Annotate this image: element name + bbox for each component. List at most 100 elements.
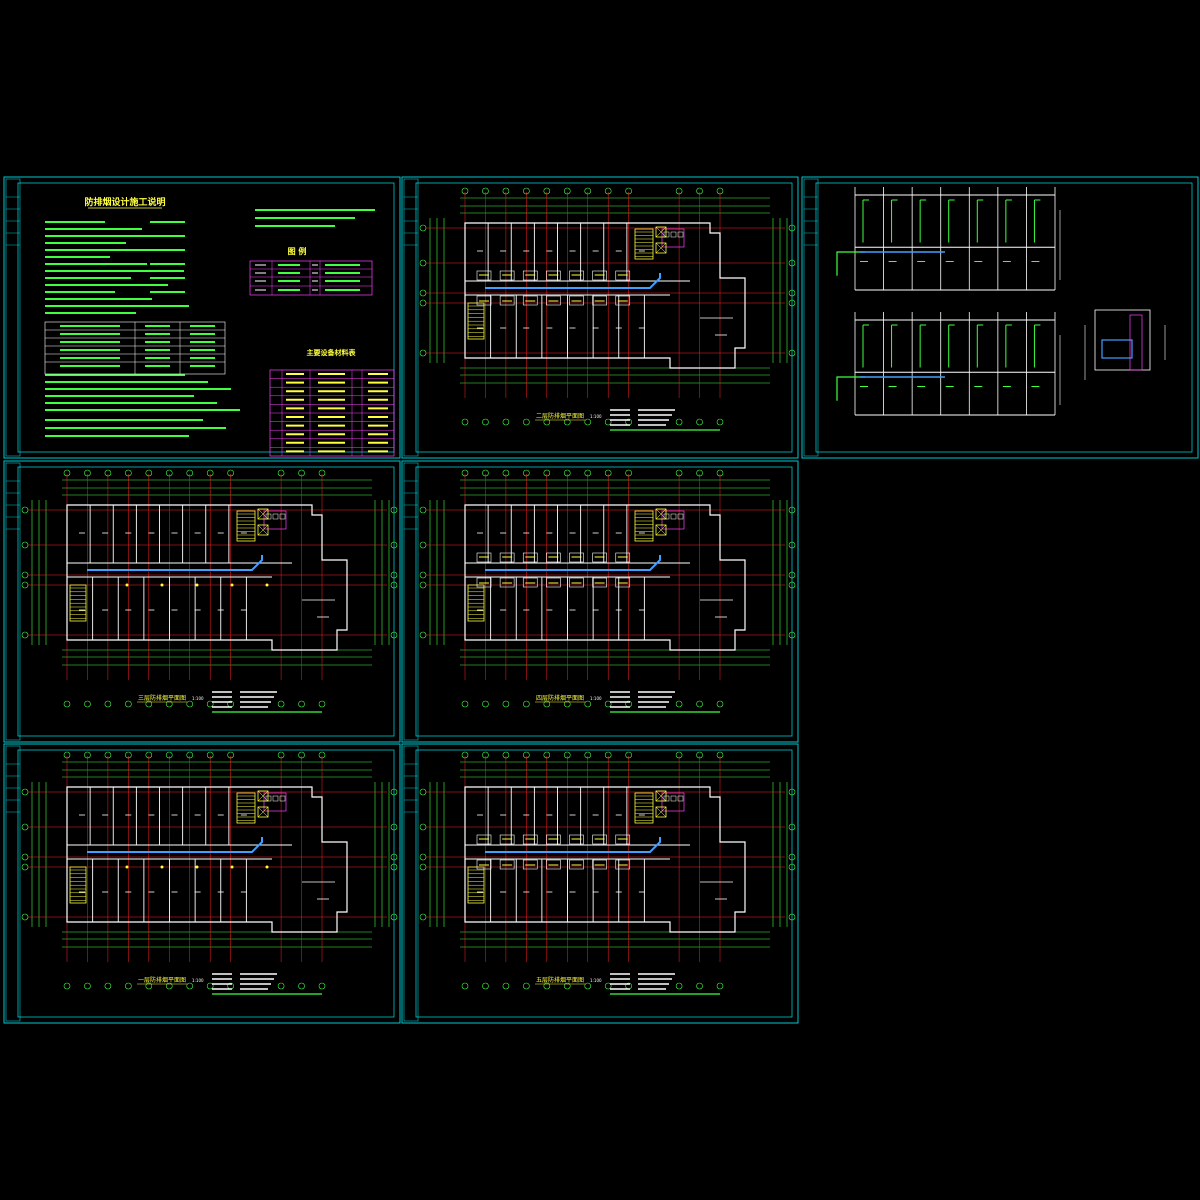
axis-bubble xyxy=(419,571,427,579)
vertical-duct xyxy=(836,251,865,276)
axis-bubble xyxy=(206,751,214,759)
axis-bubble xyxy=(523,751,530,759)
axis-bubble xyxy=(716,751,724,759)
axis-bubble xyxy=(186,982,194,990)
axis-bubble xyxy=(21,913,29,921)
bathroom-unit xyxy=(569,577,584,588)
sheet-outer-frame xyxy=(401,743,799,1024)
axis-bubble xyxy=(419,541,427,549)
axis-bubble xyxy=(788,823,796,831)
bathroom-unit xyxy=(615,295,631,306)
axis-bubble xyxy=(461,700,469,708)
bathroom-unit xyxy=(499,834,515,845)
exterior-wall xyxy=(464,786,746,933)
bathroom-unit xyxy=(522,834,538,845)
toilet-block xyxy=(661,228,685,248)
sheet-left-strip xyxy=(403,462,419,741)
sections-content xyxy=(836,187,1166,416)
bathroom-unit xyxy=(522,270,538,281)
axis-bubble xyxy=(186,700,194,708)
shaft-x xyxy=(257,806,269,818)
axis-bubble xyxy=(675,700,683,708)
axis-bubble xyxy=(788,631,796,639)
axis-bubble xyxy=(625,187,632,195)
axis-bubble xyxy=(482,700,489,708)
axis-bubble xyxy=(419,913,427,921)
smoke-duct xyxy=(87,555,263,571)
axis-bubble xyxy=(390,541,398,549)
plan-scale: 1:100 xyxy=(192,696,204,701)
plan-scale: 1:100 xyxy=(590,414,602,419)
bathroom-unit xyxy=(522,859,538,870)
axis-bubble xyxy=(419,349,427,357)
bathroom-unit xyxy=(499,859,515,870)
bathroom-unit xyxy=(522,577,538,588)
axis-bubble xyxy=(788,299,796,307)
bathroom-unit xyxy=(476,552,492,563)
axis-bubble xyxy=(502,469,510,477)
section-b xyxy=(836,312,1061,416)
axis-bubble xyxy=(696,982,703,990)
axis-bubble xyxy=(63,751,71,759)
axis-bubble xyxy=(206,469,214,477)
axis-bubble xyxy=(788,506,796,514)
axis-bubble xyxy=(84,469,91,477)
sheet-outer-frame xyxy=(401,176,799,459)
plan-title: 二层防排烟平面图 xyxy=(536,412,584,420)
vertical-duct xyxy=(836,376,865,401)
plan-title: 四层防排烟平面图 xyxy=(536,694,584,702)
shaft-x xyxy=(655,806,667,818)
toilet-fixture xyxy=(272,513,279,520)
bathroom-unit xyxy=(592,295,607,306)
axis-bubble xyxy=(318,751,326,759)
axis-bubble xyxy=(604,418,612,426)
axis-bubble xyxy=(390,788,398,796)
axis-bubble xyxy=(125,700,132,708)
shaft xyxy=(257,806,269,818)
sheet-notes xyxy=(3,176,401,459)
toilet-fixture xyxy=(279,795,286,802)
sheet-outer-frame xyxy=(801,176,1199,459)
toilet-fixture xyxy=(663,231,670,238)
axis-bubble xyxy=(21,571,29,579)
axis-bubble xyxy=(419,823,427,831)
axis-bubble xyxy=(145,700,153,708)
axis-bubble xyxy=(716,700,724,708)
sheet-sections xyxy=(801,176,1199,459)
toilet-fixture xyxy=(677,513,684,520)
axis-bubble xyxy=(675,469,683,477)
axis-bubble xyxy=(390,506,398,514)
sheet-outer-frame xyxy=(3,743,401,1024)
axis-bubble xyxy=(482,982,489,990)
shaft xyxy=(257,524,269,536)
shaft-x xyxy=(655,226,667,238)
axis-bubble xyxy=(227,751,234,759)
sheet-outer-frame xyxy=(3,460,401,743)
bathroom-unit xyxy=(546,577,561,588)
detail-shaft xyxy=(1129,314,1143,371)
sheet-inner-frame xyxy=(415,749,793,1018)
axis-bubble xyxy=(716,187,724,195)
axis-bubble xyxy=(390,571,398,579)
axis-bubble xyxy=(419,863,427,871)
axis-bubble xyxy=(298,469,305,477)
axis-bubble xyxy=(84,700,91,708)
bathroom-unit xyxy=(569,270,584,281)
stair xyxy=(634,510,654,542)
axis-bubble xyxy=(696,751,703,759)
bathroom-unit xyxy=(546,295,561,306)
axis-bubble xyxy=(165,982,173,990)
sheet-left-strip xyxy=(5,178,21,457)
axis-bubble xyxy=(523,982,530,990)
toilet-fixture xyxy=(272,795,279,802)
axis-bubble xyxy=(502,700,510,708)
axis-bubble xyxy=(788,853,796,861)
axis-bubble xyxy=(675,418,683,426)
fixture-mark xyxy=(125,583,129,587)
toilet-fixture xyxy=(677,231,684,238)
axis-bubble xyxy=(206,982,214,990)
axis-bubble xyxy=(604,187,612,195)
axis-bubble xyxy=(186,469,194,477)
toilet-block xyxy=(263,510,287,530)
